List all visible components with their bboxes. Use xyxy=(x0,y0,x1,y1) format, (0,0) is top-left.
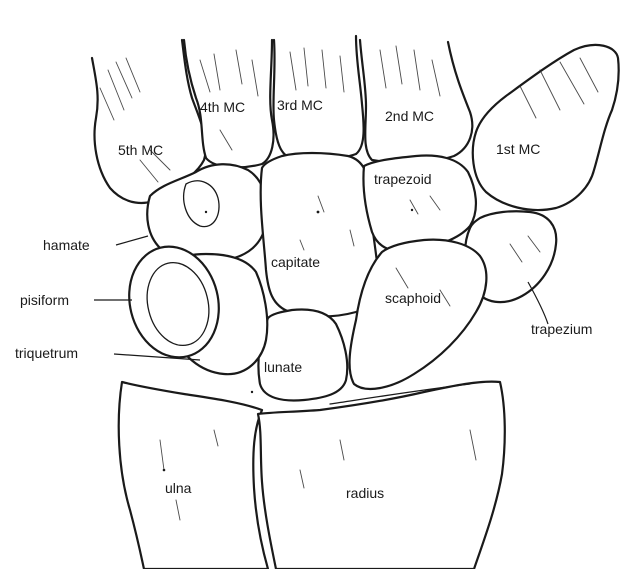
label-lunate: lunate xyxy=(264,359,302,375)
lunate-bone xyxy=(258,310,347,401)
label-pisiform: pisiform xyxy=(20,292,69,308)
label-1st-mc: 1st MC xyxy=(496,141,540,157)
label-ulna: ulna xyxy=(165,480,192,496)
trapezium-leader xyxy=(528,282,548,324)
label-trapezoid: trapezoid xyxy=(374,171,432,187)
label-capitate: capitate xyxy=(271,254,320,270)
metacarpal-2 xyxy=(360,40,472,163)
label-triquetrum: triquetrum xyxy=(15,345,78,361)
label-2nd-mc: 2nd MC xyxy=(385,108,434,124)
hamate-leader xyxy=(116,236,148,245)
radius-bone xyxy=(258,382,505,569)
label-hamate: hamate xyxy=(43,237,90,253)
capitate-bone xyxy=(261,153,379,317)
label-radius: radius xyxy=(346,485,384,501)
ulna-bone xyxy=(119,382,268,569)
label-5th-mc: 5th MC xyxy=(118,142,163,158)
label-scaphoid: scaphoid xyxy=(385,290,441,306)
label-trapezium: trapezium xyxy=(531,321,592,337)
metacarpal-1 xyxy=(473,45,619,210)
trapezoid-bone xyxy=(363,156,475,252)
label-4th-mc: 4th MC xyxy=(200,99,245,115)
label-3rd-mc: 3rd MC xyxy=(277,97,323,113)
